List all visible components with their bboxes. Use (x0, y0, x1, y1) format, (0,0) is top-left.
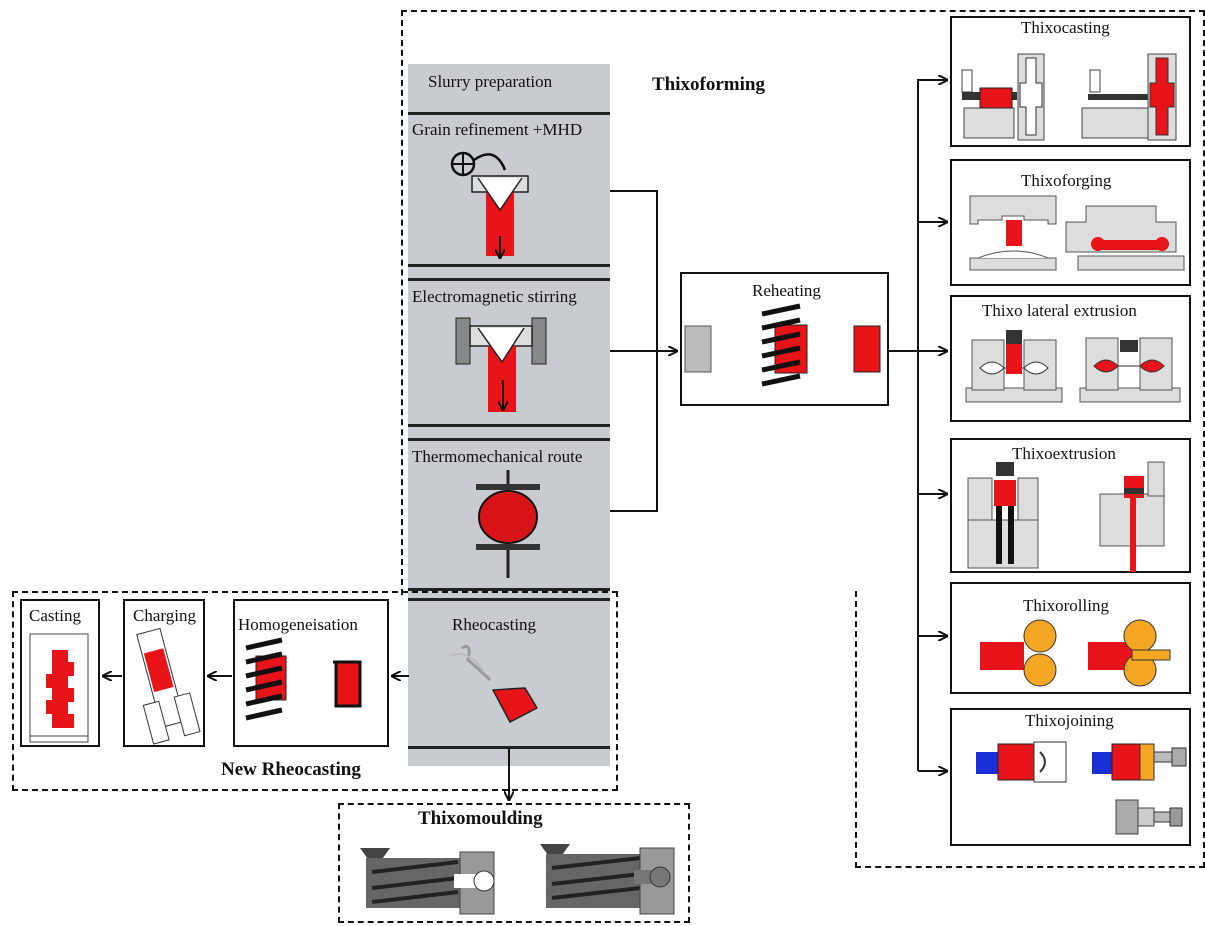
new-rheocasting-dashed-group (12, 591, 618, 791)
separator (408, 278, 610, 281)
charging-label: Charging (133, 606, 196, 625)
thixoforging-label: Thixoforging (1021, 171, 1112, 190)
separator (408, 598, 610, 601)
casting-illustration (29, 633, 89, 743)
new-rheocasting-arrows (103, 676, 509, 800)
slurry-to-reheating-connectors (610, 190, 677, 512)
slurry-preparation-label: Slurry preparation (428, 72, 553, 91)
grain-refinement-label: Grain refinement +MHD (412, 120, 583, 139)
thixorolling-illustration (980, 619, 1171, 687)
separator (408, 112, 610, 115)
grain-refinement-illustration (450, 151, 529, 258)
separator (408, 438, 610, 441)
thermomechanical-route-label: Thermomechanical route (412, 447, 583, 466)
casting-label: Casting (29, 606, 81, 625)
thixoforming-title: Thixoforming (652, 74, 765, 95)
thixojoining-illustration (976, 741, 1187, 835)
separator (408, 424, 610, 427)
separator (408, 746, 610, 749)
thermomechanical-illustration (476, 470, 540, 578)
rheocasting-label: Rheocasting (452, 615, 537, 634)
thixoextrusion-illustration (967, 461, 1165, 572)
homogeneisation-label: Homogeneisation (238, 615, 358, 634)
reheating-label: Reheating (752, 281, 821, 300)
separator (408, 588, 610, 591)
reheating-illustration (684, 303, 881, 387)
thixoforming-dashed-bottom (855, 591, 1205, 868)
thixomoulding-dashed-group (338, 803, 690, 923)
thixomoulding-illustration (360, 844, 675, 915)
thixo-lateral-extrusion-illustration (965, 330, 1181, 403)
thixomoulding-title: Thixomoulding (418, 808, 543, 829)
thixocasting-illustration (961, 53, 1177, 141)
charging-illustration (136, 627, 201, 745)
reheating-to-processes-connectors (889, 80, 948, 771)
thixo-lateral-extrusion-label: Thixo lateral extrusion (982, 301, 1137, 320)
thixoforming-dashed-right (1203, 10, 1205, 868)
homogeneisation-illustration (245, 637, 362, 721)
thixoextrusion-label: Thixoextrusion (1012, 444, 1116, 463)
rheocasting-illustration (451, 645, 539, 724)
thixorolling-label: Thixorolling (1023, 596, 1109, 615)
new-rheocasting-title: New Rheocasting (221, 759, 361, 780)
thixoforming-dashed-top (401, 10, 1205, 595)
separator (408, 264, 610, 267)
electromagnetic-stirring-illustration (455, 317, 547, 412)
thixocasting-label: Thixocasting (1021, 18, 1110, 37)
thixoforging-illustration (969, 195, 1185, 271)
electromagnetic-stirring-label: Electromagnetic stirring (412, 287, 577, 306)
thixojoining-label: Thixojoining (1025, 711, 1114, 730)
